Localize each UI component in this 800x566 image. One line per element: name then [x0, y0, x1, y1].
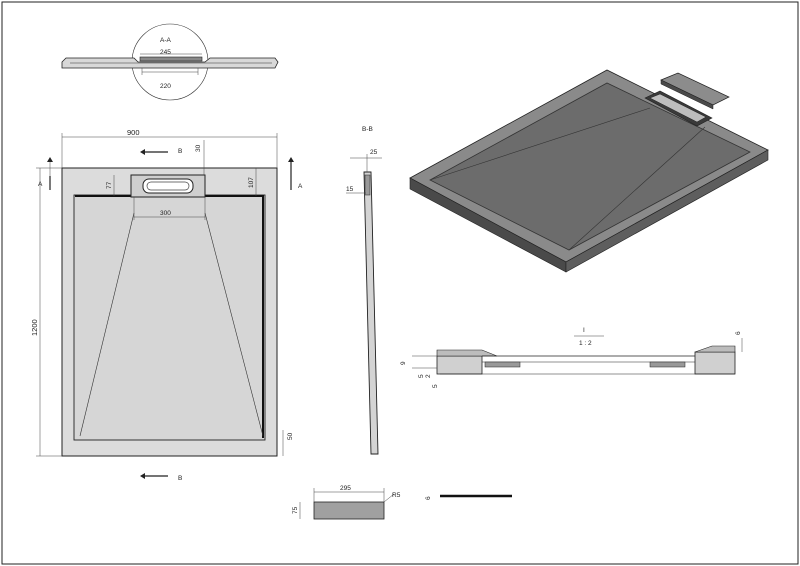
- detail-scale-bottom: 1 : 2: [579, 340, 592, 347]
- dim-label-900: 900: [127, 128, 140, 137]
- drain-outlet: [142, 178, 194, 194]
- grate-detail-view: 295 R5 75 6: [292, 485, 512, 520]
- isometric-view: [409, 69, 769, 273]
- iso-basin: [429, 82, 751, 251]
- iso-side-face: [565, 149, 769, 273]
- dim-label-5b: 5: [432, 384, 439, 388]
- detail-drain-foot: [484, 361, 521, 368]
- cut-marker-b-top: B: [140, 148, 182, 155]
- detail-scale-top: I: [583, 327, 585, 334]
- cut-label-a-left: A: [38, 181, 43, 188]
- dim-label-6: 6: [735, 331, 742, 335]
- dim-label-50: 50: [287, 432, 294, 440]
- cut-marker-b-bottom: B: [140, 473, 182, 482]
- section-bb-profile: [363, 171, 379, 455]
- section-bb-grate: [364, 174, 371, 196]
- detail-left-block: [436, 355, 483, 375]
- cut-marker-a-right: A: [288, 157, 303, 190]
- dim-label-30: 30: [195, 144, 202, 152]
- dim-label-295: 295: [340, 485, 351, 492]
- tray-inner-basin: [73, 194, 266, 441]
- dim-label-75: 75: [292, 506, 299, 514]
- slope-line-left: [79, 212, 135, 437]
- dim-label-245: 245: [160, 49, 171, 56]
- section-aa-grate: [139, 56, 203, 62]
- section-bb-label: B-B: [362, 126, 373, 133]
- dim-label-15: 15: [346, 186, 354, 193]
- section-aa-label: A-A: [160, 37, 172, 44]
- dim-label-5a: 5: [418, 374, 425, 378]
- dim-label-107: 107: [248, 177, 255, 188]
- grate-radius-label: R5: [392, 492, 401, 499]
- detail-right-block: [694, 351, 736, 375]
- plan-view: 900 1200 30 77 107 300 50 A: [30, 128, 303, 482]
- cut-label-b-bottom: B: [178, 475, 182, 482]
- dim-label-77: 77: [106, 181, 113, 189]
- detail-section-view: I 1 : 2 6 9 5 2 5: [400, 327, 743, 388]
- cut-label-b-top: B: [178, 148, 182, 155]
- dim-label-300: 300: [160, 210, 171, 217]
- section-bb-view: B-B 25 15: [346, 126, 382, 455]
- cut-label-a-right: A: [298, 183, 303, 190]
- dim-label-9: 9: [400, 361, 407, 365]
- dim-label-1200: 1200: [30, 319, 39, 336]
- dim-label-thickness: 6: [425, 496, 432, 500]
- slope-line-right: [204, 212, 264, 437]
- dim-label-2: 2: [425, 374, 432, 378]
- dim-label-220: 220: [160, 83, 171, 90]
- section-aa-view: A-A 245 220: [61, 23, 279, 101]
- grate-body: [313, 501, 385, 520]
- cut-marker-a-left: A: [38, 157, 53, 190]
- dim-label-25: 25: [370, 149, 378, 156]
